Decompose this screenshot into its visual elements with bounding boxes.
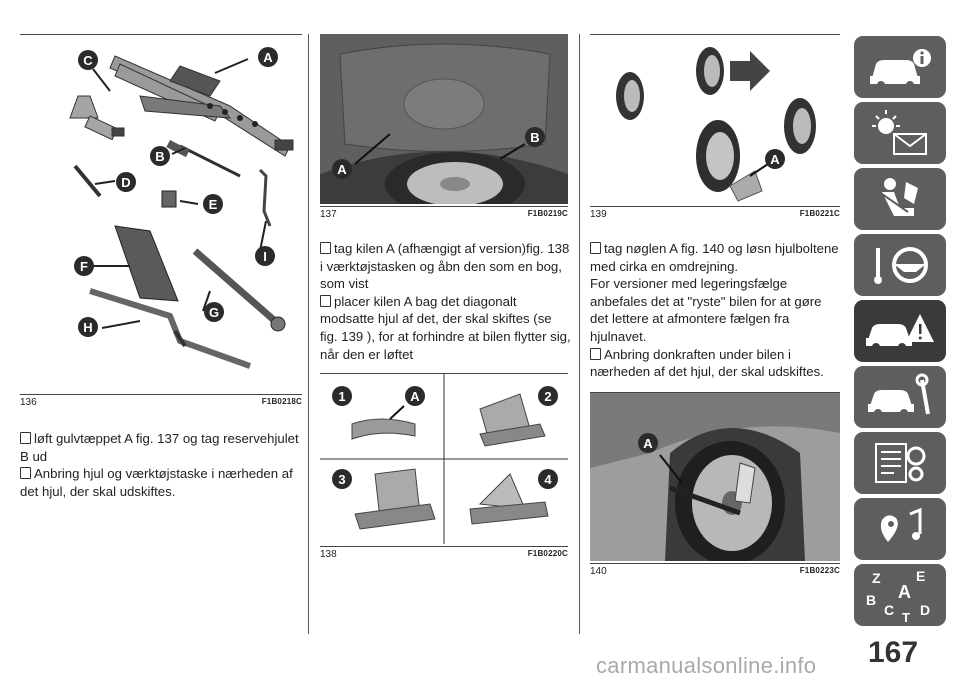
figure-140-wheel-wrench: A [590,393,840,561]
checkbox-bullet-icon [590,242,601,254]
column3-text: tag nøglen A fig. 140 og løsn hjulbolten… [590,240,840,381]
fig138-caption-rule [320,546,568,547]
fig139-caption-rule [590,206,840,207]
fig136-caption: 136 F1B0218C [20,397,302,408]
fig136-code: F1B0218C [261,397,302,406]
fig136-label-h: H [78,317,98,337]
sidebar-tab-index[interactable]: Z E A B C D T [854,564,946,626]
fig138-number: 138 [320,549,337,560]
multimedia-icon [880,507,922,542]
fig136-caption-rule [20,394,302,395]
fig136-label-b: B [150,146,170,166]
fig136-label-e: E [203,194,223,214]
column1-step-1: løft gulvtæppet A fig. 137 og tag reserv… [20,431,299,464]
steering-wheel-icon [874,247,928,284]
column3-step-1: tag nøglen A fig. 140 og løsn hjulbolten… [590,241,839,274]
fig137-caption-rule [320,206,568,207]
fig137-number: 137 [320,209,337,220]
column3-note: For versioner med legeringsfælge anbefal… [590,276,822,344]
index-icon: Z E A B C D T [866,568,931,625]
fig136-number: 136 [20,397,37,408]
fig139-number: 139 [590,209,607,220]
fig139-caption: 139 F1B0221C [590,209,840,220]
page-number: 167 [868,636,919,669]
fig139-label-a: A [765,149,785,169]
column3-step-2: Anbring donkraften under bilen i nærhede… [590,346,824,380]
warning-lights-icon [872,110,927,155]
fig136-label-i: I [255,246,275,266]
fig140-caption-rule [590,563,840,564]
fig136-label-a: A [258,47,278,67]
checkbox-bullet-icon [20,467,31,480]
column2-step-2: placer kilen A bag det diagonalt modsatt… [320,293,571,362]
column-divider-1 [308,34,309,634]
fig137-caption: 137 F1B0219C [320,209,568,220]
fig137-label-b: B [525,127,545,147]
figure-139-wheel-chock: A [590,36,840,204]
figure-137-trunk: A B [320,34,568,204]
sidebar-tab-multimedia[interactable] [854,498,946,560]
column2-step-1: tag kilen A (afhængigt af version)fig. 1… [320,241,570,292]
fig136-label-c: C [78,50,98,70]
sidebar-tab-warning-lights[interactable] [854,102,946,164]
fig138-label-3: 3 [332,469,352,489]
fig138-label-2: 2 [538,386,558,406]
column1-text: løft gulvtæppet A fig. 137 og tag reserv… [20,430,304,500]
fig138-label-a: A [405,386,425,406]
fig138-code: F1B0220C [527,549,568,558]
figure-136-tools: C A B D E F I G H [20,36,302,391]
fig136-label-d: D [116,172,136,192]
column-divider-2 [579,34,580,634]
fig138-label-4: 4 [538,469,558,489]
sidebar-tab-steering-wheel[interactable] [854,234,946,296]
checkbox-bullet-icon [320,242,331,254]
specifications-icon [875,443,926,483]
fig138-caption: 138 F1B0220C [320,549,568,560]
fig140-caption: 140 F1B0223C [590,566,840,577]
sidebar-tab-car-emergency[interactable] [854,300,946,362]
fig140-label-a: A [638,433,658,453]
fig138-label-1: 1 [332,386,352,406]
sidebar-tab-seat-airbag[interactable] [854,168,946,230]
checkbox-bullet-icon [590,347,601,360]
fig140-code: F1B0223C [799,566,840,575]
checkbox-bullet-icon [20,432,31,444]
sidebar-tab-specifications[interactable] [854,432,946,494]
fig137-label-a: A [332,159,352,179]
fig140-top-rule [590,392,840,393]
column2-text: tag kilen A (afhængigt af version)fig. 1… [320,240,572,363]
fig136-label-g: G [204,302,224,322]
top-rule-col1 [20,34,302,35]
fig139-code: F1B0221C [799,209,840,218]
car-emergency-icon [866,314,934,351]
car-maintenance-icon [868,373,930,417]
fig137-code: F1B0219C [527,209,568,218]
sidebar-tab-car-info[interactable] [854,36,946,98]
checkbox-bullet-icon [320,294,331,307]
fig136-label-f: F [74,256,94,276]
fig138-top-rule [320,373,568,374]
column1-step-2: Anbring hjul og værktøjstaske i nærheden… [20,466,293,499]
figure-138-wedge-steps: 1 A 2 3 4 [320,374,568,544]
car-info-icon [870,49,931,89]
top-rule-col3 [590,34,840,35]
fig140-number: 140 [590,566,607,577]
watermark: carmanualsonline.info [596,653,817,678]
seat-airbag-icon [881,178,918,216]
sidebar-tab-car-maintenance[interactable] [854,366,946,428]
